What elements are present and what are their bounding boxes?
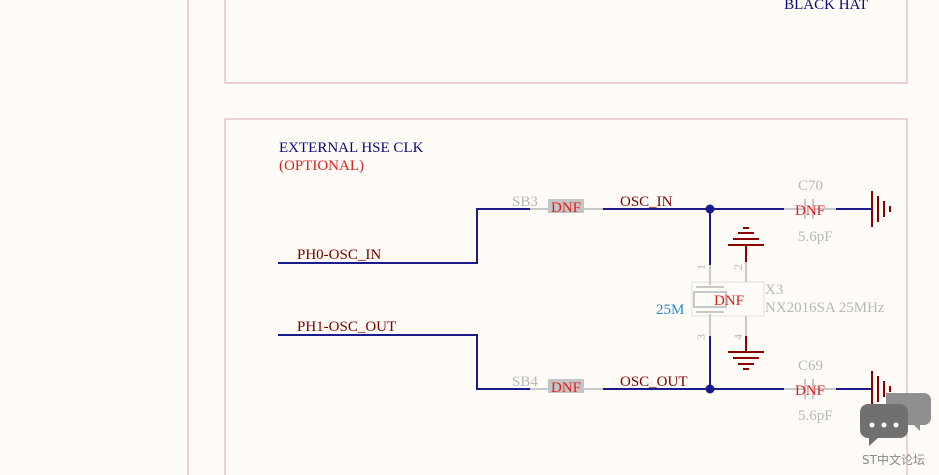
c70-dnf: DNF — [795, 203, 825, 219]
x3-value: NX2016SA 25MHz — [765, 300, 885, 316]
sb4-solder-bridge: SB4 DNF — [512, 374, 603, 396]
sb3-ref: SB3 — [512, 194, 538, 210]
sb3-solder-bridge: SB3 DNF — [512, 194, 603, 216]
section-subtitle: (OPTIONAL) — [279, 158, 364, 174]
sb3-dnf: DNF — [551, 200, 581, 216]
x3-pin2: 2 — [731, 264, 745, 270]
c69-capacitor: C69 DNF 5.6pF — [784, 358, 872, 424]
ground-symbol-x3-pin4 — [728, 336, 764, 370]
sb4-pad — [548, 379, 584, 393]
c69-dnf: DNF — [795, 383, 825, 399]
wire-ph0 — [278, 208, 530, 264]
x3-pin4: 4 — [731, 334, 745, 340]
sb4-ref: SB4 — [512, 374, 538, 390]
junction-osc-in — [705, 204, 715, 214]
watermark: ST中文论坛 — [860, 393, 931, 467]
x3-pin1: 1 — [694, 264, 708, 270]
wire-ph1 — [278, 334, 530, 390]
c69-ref: C69 — [798, 358, 823, 374]
x3-dnf: DNF — [714, 293, 744, 309]
ground-symbol-c69 — [871, 371, 891, 407]
x3-frequency: 25M — [656, 302, 684, 318]
net-label-ph1: PH1-OSC_OUT — [297, 319, 396, 335]
c70-value: 5.6pF — [798, 229, 833, 245]
sb4-dnf: DNF — [551, 380, 581, 396]
wires — [278, 208, 784, 390]
c69-value: 5.6pF — [798, 408, 833, 424]
section-title: EXTERNAL HSE CLK — [279, 140, 424, 156]
c70-ref: C70 — [798, 178, 823, 194]
x3-pin3: 3 — [694, 334, 708, 340]
c70-capacitor: C70 DNF 5.6pF — [784, 178, 872, 245]
junction-osc-out — [705, 384, 715, 394]
sb3-pad — [548, 199, 584, 213]
ground-symbol-x3-pin2 — [728, 227, 764, 262]
net-label-ph0: PH0-OSC_IN — [297, 247, 381, 263]
ground-symbol-c70 — [871, 191, 891, 227]
upper-frame — [224, 0, 908, 84]
x3-ref: X3 — [765, 282, 783, 298]
black-hat-label: BLACK HAT — [784, 0, 868, 13]
x3-body — [693, 291, 727, 308]
net-label-osc-in: OSC_IN — [620, 194, 673, 210]
watermark-text: ST中文论坛 — [862, 452, 925, 467]
x3-crystal: DNF X3 NX2016SA 25MHz 25M 1 2 3 4 — [656, 262, 885, 340]
x3-outline — [691, 281, 765, 317]
net-label-osc-out: OSC_OUT — [620, 374, 688, 390]
hse-frame — [224, 118, 908, 475]
